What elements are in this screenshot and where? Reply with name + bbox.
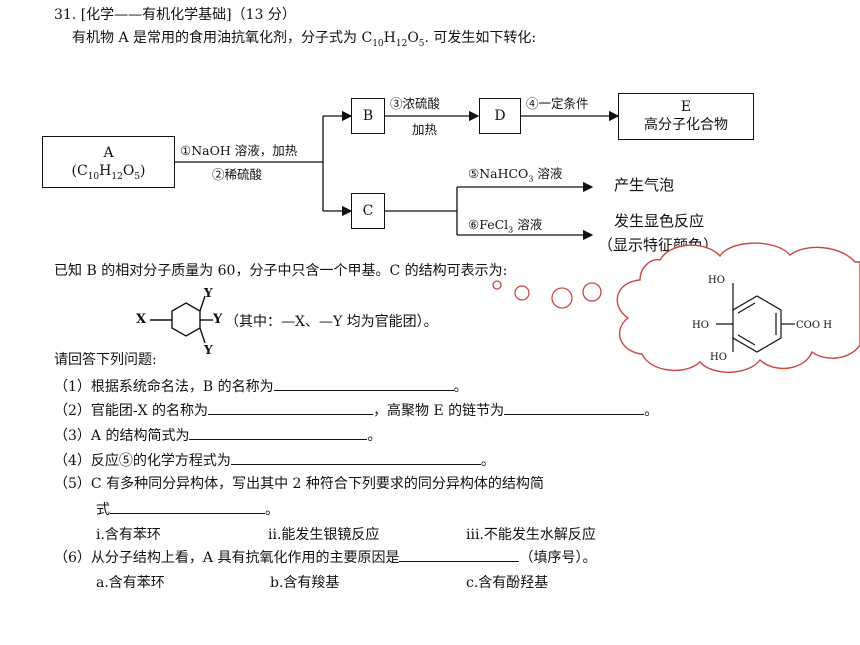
struct-ho-bottom: HO — [710, 352, 727, 363]
q4-text: （4）反应⑤的化学方程式为 — [54, 453, 231, 469]
step6-result: 发生显色反应 — [614, 212, 705, 230]
intro-post: . 可发生如下转化: — [424, 30, 537, 46]
group-y-top-label: Y — [204, 286, 213, 300]
box-d: D — [479, 98, 521, 134]
question-4: （4）反应⑤的化学方程式为 。 — [54, 450, 495, 470]
box-d-label: D — [494, 108, 506, 124]
group-y-bottom-label: Y — [204, 343, 213, 357]
step3-condition: 加热 — [412, 122, 438, 137]
box-a-name: A — [103, 145, 114, 161]
box-b-label: B — [362, 108, 374, 124]
cloud-dot-large — [551, 287, 573, 309]
box-c-label: C — [362, 203, 374, 219]
q1-end: 。 — [453, 379, 468, 395]
q2-text-a: （2）官能团-X 的名称为 — [54, 403, 209, 419]
step2-label: ②稀硫酸 — [212, 167, 263, 182]
step6-label: ⑥FeCl3 溶液 — [468, 217, 543, 235]
step5-result: 产生气泡 — [614, 176, 675, 194]
known-info: 已知 B 的相对分子质量为 60，分子中只含一个甲基。C 的结构可表示为: — [54, 263, 508, 279]
general-structure-note: （其中：—X、—Y 均为官能团）。 — [225, 314, 438, 330]
question-6: （6）从分子结构上看，A 具有抗氧化作用的主要原因是 （填序号）。 — [54, 547, 596, 567]
q5-cont-text: 式 — [96, 502, 110, 518]
general-benzene-ring — [150, 295, 213, 344]
cloud-dot-larger — [582, 282, 602, 302]
step1-label: ①NaOH 溶液，加热 — [180, 143, 298, 158]
box-a-formula: (C10H12O5) — [71, 163, 146, 182]
q5-req-i: i.含有苯环 — [96, 527, 161, 543]
q6-option-b: b.含有羧基 — [270, 575, 340, 591]
question-title: [化学——有机化学基础]（13 分） — [80, 7, 296, 23]
question-5: （5）C 有多种同分异构体，写出其中 2 种符合下列要求的同分异构体的结构简 — [54, 476, 544, 492]
q5-req-iii: iii.不能发生水解反应 — [466, 527, 596, 543]
q2-answer-blank-x[interactable] — [208, 400, 374, 415]
struct-ho-top: HO — [708, 275, 725, 286]
q6-answer-blank[interactable] — [399, 547, 520, 562]
question-1: （1）根据系统命名法，B 的名称为 。 — [54, 376, 468, 396]
group-y-mid-label: Y — [213, 312, 223, 327]
thought-cloud — [616, 242, 860, 373]
q6-option-a: a.含有苯环 — [96, 575, 165, 591]
q6-option-c: c.含有酚羟基 — [466, 575, 549, 591]
q4-end: 。 — [480, 453, 495, 469]
q6-end: （填序号）。 — [519, 550, 597, 566]
q5-req-ii: ii.能发生银镜反应 — [268, 527, 380, 543]
group-x-label: X — [136, 312, 147, 327]
intro-line: 有机物 A 是常用的食用油抗氧化剂，分子式为 C10H12O5. 可发生如下转化… — [72, 29, 536, 53]
box-e-desc: 高分子化合物 — [644, 117, 728, 133]
question-number: 31. — [54, 7, 77, 23]
box-c: C — [351, 193, 385, 229]
struct-ho-mid: HO — [692, 320, 709, 331]
step3-label: ③浓硫酸 — [390, 96, 441, 111]
cloud-dot-medium — [514, 285, 530, 301]
q2-text-b: ，高聚物 E 的链节为 — [373, 403, 505, 419]
q2-answer-blank-e[interactable] — [504, 400, 645, 415]
q3-answer-blank[interactable] — [189, 425, 368, 440]
question-5-cont: 式。 — [96, 499, 279, 519]
questions-prompt: 请回答下列问题: — [54, 352, 157, 368]
q3-end: 。 — [367, 428, 382, 444]
q4-answer-blank[interactable] — [230, 450, 481, 465]
q1-answer-blank[interactable] — [273, 376, 454, 391]
q5-end: 。 — [265, 502, 279, 518]
box-e: E 高分子化合物 — [618, 93, 754, 140]
box-a: A (C10H12O5) — [42, 136, 175, 188]
q3-text: （3）A 的结构简式为 — [54, 428, 190, 444]
box-e-name: E — [680, 99, 692, 115]
intro-formula: C10H12O5 — [361, 30, 425, 49]
step5-label: ⑤NaHCO3 溶液 — [468, 166, 563, 184]
benzene-ring — [716, 283, 795, 353]
question-header: 31. [化学——有机化学基础]（13 分） — [54, 6, 296, 24]
q6-text: （6）从分子结构上看，A 具有抗氧化作用的主要原因是 — [54, 550, 400, 566]
q5-answer-blank[interactable] — [110, 499, 265, 514]
q1-text: （1）根据系统命名法，B 的名称为 — [54, 379, 274, 395]
question-3: （3）A 的结构简式为 。 — [54, 425, 381, 445]
box-b: B — [351, 98, 385, 134]
struct-cooh: COO H — [796, 320, 832, 331]
cloud-dot-small — [492, 280, 502, 290]
question-2: （2）官能团-X 的名称为 ，高聚物 E 的链节为 。 — [54, 400, 658, 420]
q2-end: 。 — [644, 403, 659, 419]
step4-label: ④一定条件 — [526, 96, 589, 111]
intro-text: 有机物 A 是常用的食用油抗氧化剂，分子式为 — [72, 30, 362, 46]
